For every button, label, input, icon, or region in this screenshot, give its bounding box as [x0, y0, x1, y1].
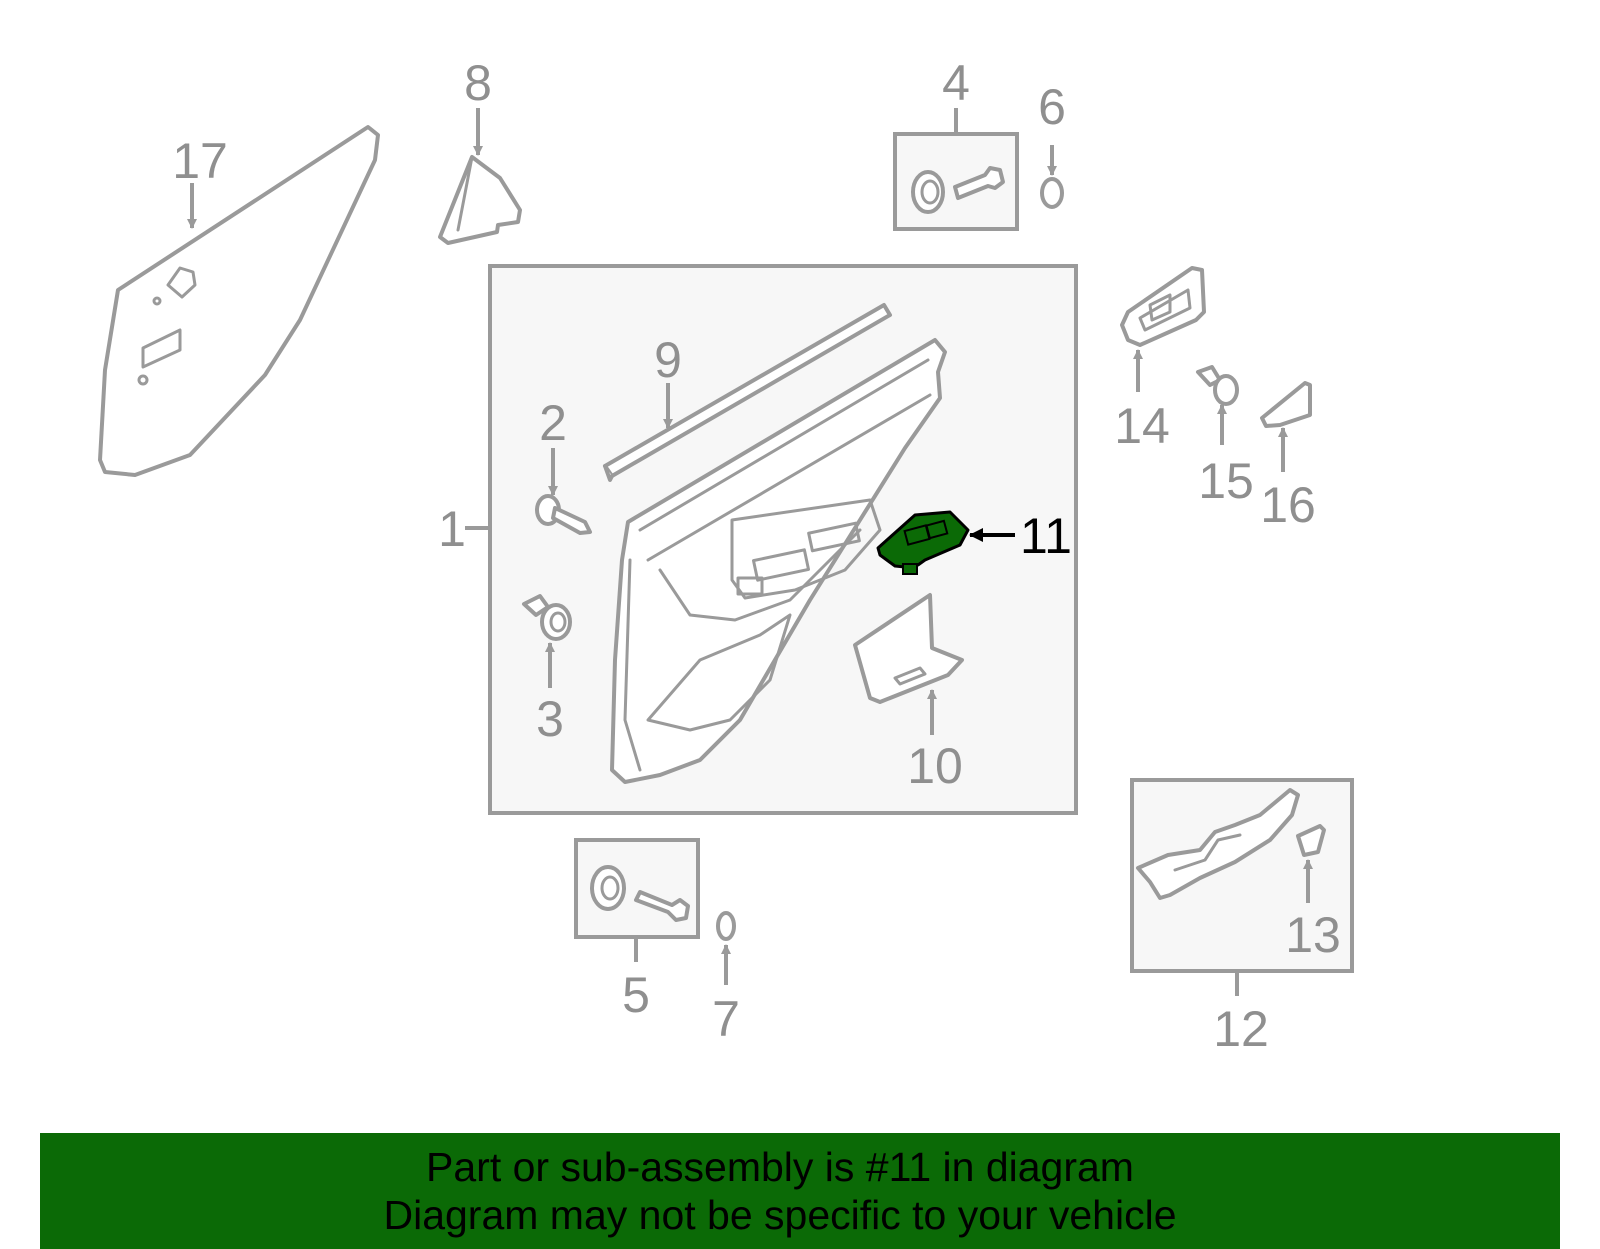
clip-3	[522, 594, 572, 641]
callout-15: 15	[1198, 453, 1254, 509]
oring-6	[1040, 177, 1064, 209]
callout-16: 16	[1260, 477, 1316, 533]
inner-handle-14	[1120, 266, 1206, 347]
callout-5: 5	[622, 967, 650, 1023]
bracket-10	[853, 593, 964, 704]
callout-6: 6	[1038, 79, 1066, 135]
door-trim-panel	[610, 338, 947, 784]
callout-12: 12	[1213, 1001, 1269, 1057]
callout-17: 17	[172, 133, 228, 189]
window-switch-11	[876, 510, 970, 575]
info-banner: Part or sub-assembly is #11 in diagram D…	[40, 1133, 1560, 1249]
callout-10: 10	[907, 738, 963, 794]
fastener-4	[911, 166, 1005, 214]
armrest-12	[1136, 788, 1300, 900]
banner-line-1: Part or sub-assembly is #11 in diagram	[426, 1144, 1134, 1190]
callout-13: 13	[1285, 907, 1341, 963]
clip-15	[1196, 365, 1239, 406]
oring-7	[716, 911, 736, 941]
callout-9: 9	[654, 332, 682, 388]
bracket-16	[1260, 381, 1312, 428]
callout-2: 2	[539, 395, 567, 451]
clip-13	[1296, 824, 1326, 857]
callout-8: 8	[464, 55, 492, 111]
callout-1: 1	[438, 501, 466, 557]
callout-7: 7	[712, 991, 740, 1047]
screw-2	[535, 494, 592, 535]
callout-4: 4	[942, 55, 970, 111]
callout-14: 14	[1114, 398, 1170, 454]
callout-11: 11	[1020, 508, 1072, 564]
belt-molding-9	[603, 303, 892, 482]
corner-trim-8	[438, 155, 522, 245]
callout-3: 3	[536, 691, 564, 747]
parts-diagram: 9 2 3 1 10 11 17	[98, 55, 1354, 1057]
door-liner-17	[98, 125, 380, 477]
fastener-5	[590, 865, 690, 922]
banner-line-2: Diagram may not be specific to your vehi…	[383, 1192, 1177, 1238]
